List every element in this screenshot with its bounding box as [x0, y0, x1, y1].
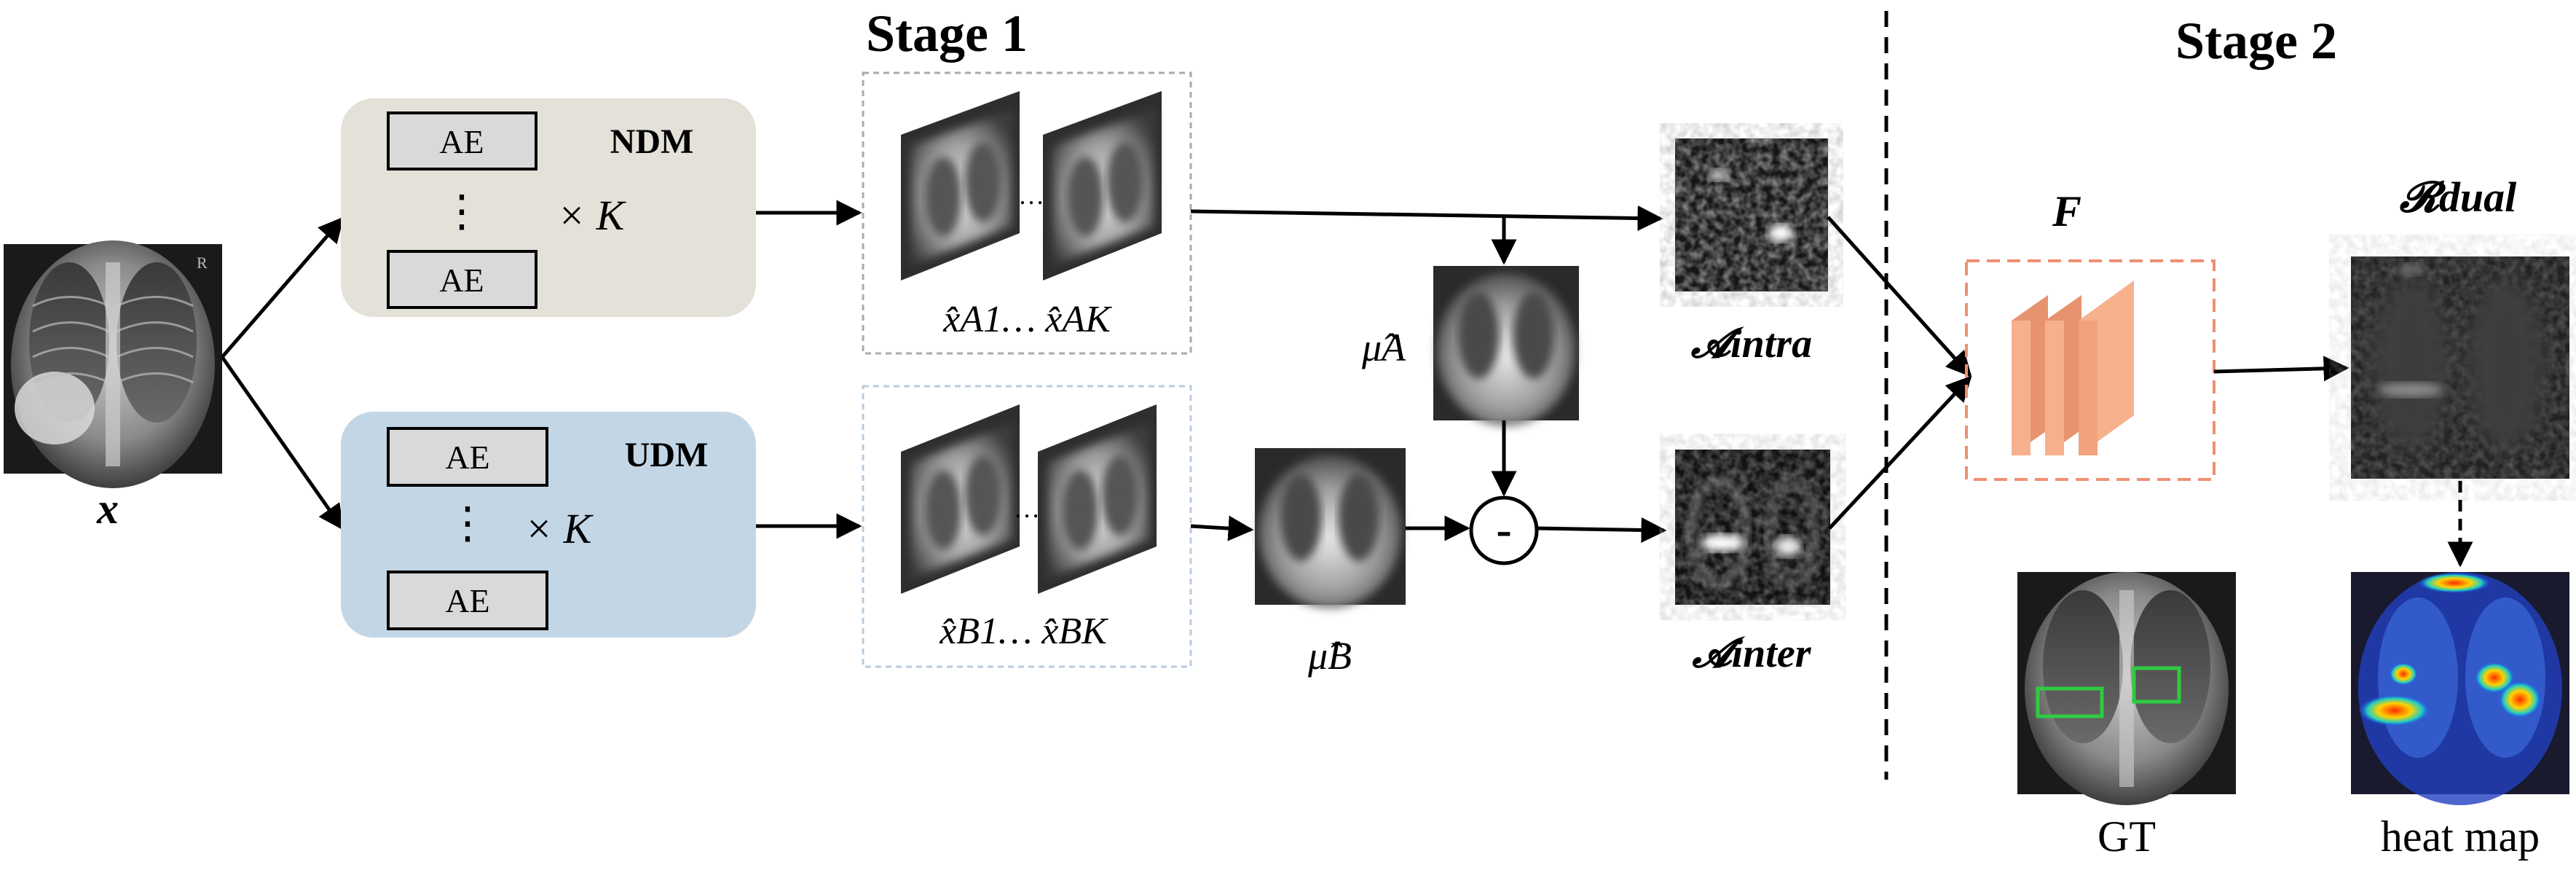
gt-image: [2017, 572, 2236, 805]
minus-operator: -: [1469, 495, 1539, 565]
a-inter-label: 𝓐inter: [1691, 631, 1811, 676]
udm-module: AE ⋮ × K AE UDM: [341, 412, 756, 638]
recon-b1-image: [901, 404, 1020, 594]
heat-map-label: heat map: [2381, 812, 2540, 861]
a-intra-label: 𝓐intra: [1690, 321, 1812, 367]
gt-box-right: [2132, 666, 2181, 704]
r-dual-image: [2351, 256, 2569, 479]
arrow-f-to-rdual: [2213, 356, 2349, 382]
recon-b-dots: …: [1014, 494, 1040, 523]
udm-ae-top-label: AE: [445, 439, 489, 476]
mu-a-image: [1433, 266, 1579, 426]
gt-label: GT: [2098, 812, 2156, 861]
udm-vdots: ⋮: [446, 499, 489, 547]
mu-a-label: μ̂A: [1361, 326, 1406, 369]
udm-ae-bottom: [387, 571, 548, 630]
minus-sign: -: [1496, 503, 1511, 555]
udm-ae-top: [387, 427, 548, 487]
ndm-vdots: ⋮: [440, 187, 484, 235]
ndm-ae-top: [387, 111, 537, 171]
ndm-title: NDM: [610, 122, 694, 161]
arrow-minus-to-inter: [1536, 517, 1667, 543]
f-label: F: [2052, 187, 2081, 235]
gt-box-left: [2036, 686, 2104, 718]
ndm-ae-bottom: [387, 250, 537, 309]
ndm-ae-top-label: AE: [439, 123, 484, 160]
stage1-title: Stage 1: [866, 4, 1028, 63]
svg-text:R: R: [197, 254, 208, 272]
recon-a-dots: …: [1018, 181, 1044, 210]
udm-times-k: × K: [524, 505, 594, 552]
recon-set-a: … x̂A1… x̂AK: [862, 71, 1192, 355]
input-x-label: x: [96, 485, 119, 533]
recon-b-label: x̂B1… x̂BK: [939, 611, 1108, 652]
mu-b-label: μ̂B: [1307, 634, 1352, 678]
heat-map-image: [2351, 572, 2569, 805]
arrow-intra-to-f: [1827, 216, 1972, 377]
arrow-b-to-mu-b: [1190, 515, 1254, 541]
arrow-x-to-ndm: [221, 216, 344, 358]
ndm-times-k: × K: [557, 192, 627, 239]
arrow-x-to-udm: [220, 356, 344, 530]
recon-bk-image: [1038, 404, 1157, 594]
udm-ae-bottom-label: AE: [445, 582, 489, 619]
ndm-ae-bottom-label: AE: [439, 262, 484, 299]
input-xray-image: R: [4, 240, 222, 488]
mu-b-image: [1255, 448, 1406, 608]
ndm-module: AE ⋮ × K AE NDM: [341, 98, 756, 317]
f-module: [1965, 259, 2215, 481]
udm-title: UDM: [625, 436, 709, 474]
arrow-a-to-intra: [1190, 205, 1663, 232]
stage2-title: Stage 2: [2175, 12, 2337, 70]
recon-set-b: … x̂B1… x̂BK: [862, 385, 1192, 668]
recon-ak-image: [1043, 91, 1162, 281]
r-dual-label: 𝓡dual: [2399, 173, 2517, 221]
arrow-inter-to-f: [1828, 375, 1972, 530]
recon-a1-image: [901, 91, 1020, 281]
a-intra-image: [1675, 138, 1828, 291]
recon-a-label: x̂A1… x̂AK: [942, 299, 1112, 340]
a-inter-image: [1675, 450, 1830, 605]
